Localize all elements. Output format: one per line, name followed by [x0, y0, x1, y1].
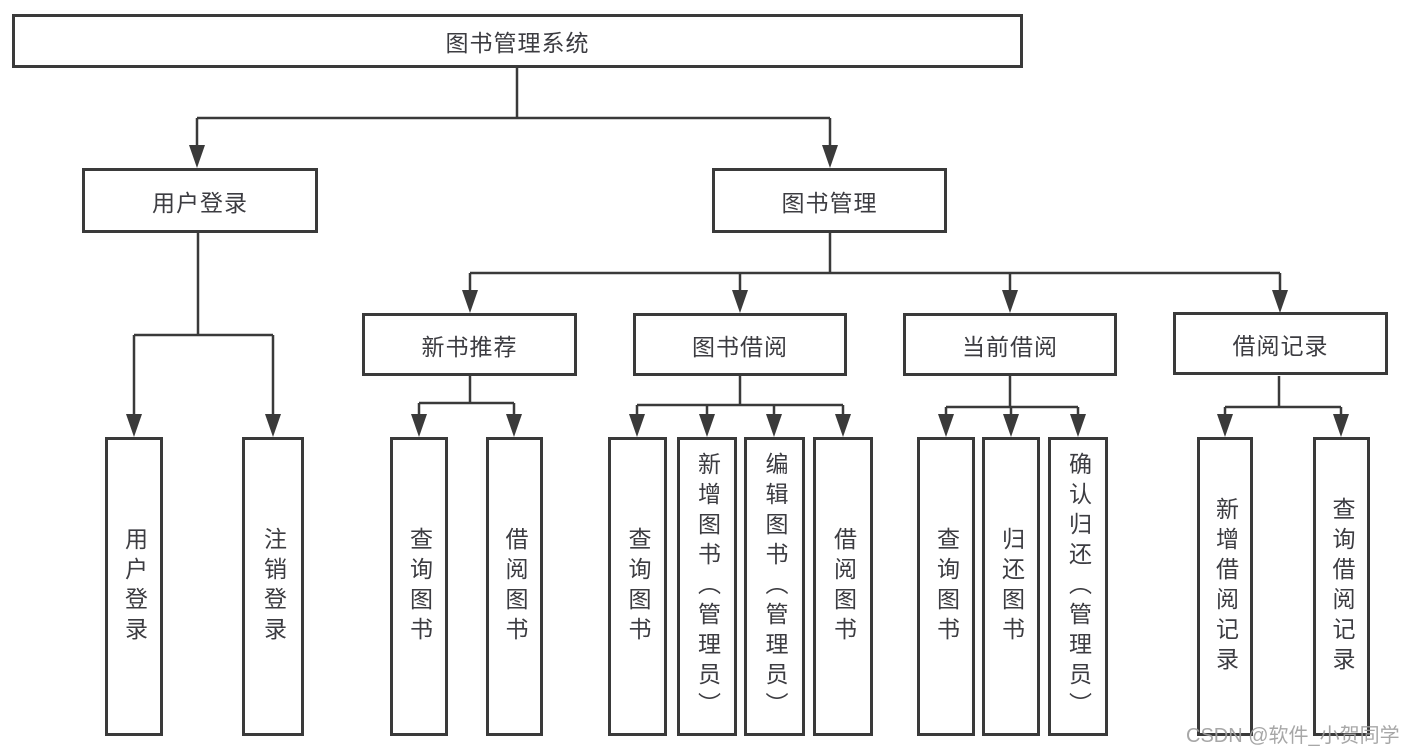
- leaf-label: 用户登录: [121, 526, 148, 647]
- connector-paths: [132, 68, 1343, 416]
- leaf-confirm-return-admin: 确认归还（管理员）: [1048, 437, 1108, 736]
- leaf-add-borrow-record: 新增借阅记录: [1197, 437, 1253, 736]
- leaf-label: 新增图书（管理员）: [694, 451, 721, 722]
- node-label: 用户登录: [152, 189, 248, 216]
- node-label: 当前借阅: [962, 333, 1058, 360]
- leaf-search-books-current: 查询图书: [917, 437, 975, 736]
- node-borrow-records: 借阅记录: [1173, 312, 1388, 375]
- leaf-logout: 注销登录: [242, 437, 304, 736]
- leaf-label: 借阅图书: [502, 526, 528, 647]
- leaf-label: 归还图书: [998, 526, 1025, 647]
- leaf-return-books: 归还图书: [982, 437, 1040, 736]
- leaf-borrow-books: 借阅图书: [813, 437, 873, 736]
- node-label: 新书推荐: [421, 333, 518, 360]
- node-label: 图书借阅: [692, 333, 788, 360]
- leaf-borrow-books-recommend: 借阅图书: [486, 437, 543, 736]
- leaf-user-login: 用户登录: [105, 437, 163, 736]
- leaf-label: 编辑图书（管理员）: [762, 451, 788, 722]
- leaf-label: 新增借阅记录: [1212, 496, 1239, 677]
- leaf-label: 借阅图书: [830, 526, 857, 647]
- node-library-management-system: 图书管理系统: [12, 14, 1023, 68]
- leaf-label: 查询图书: [933, 526, 960, 647]
- node-book-management: 图书管理: [712, 168, 947, 233]
- leaf-label: 注销登录: [260, 526, 287, 647]
- leaf-label: 查询图书: [625, 526, 651, 647]
- leaf-label: 查询借阅记录: [1329, 496, 1355, 677]
- node-label: 图书管理: [781, 189, 878, 216]
- node-book-borrow: 图书借阅: [633, 313, 847, 376]
- leaf-add-books-admin: 新增图书（管理员）: [677, 437, 737, 736]
- node-user-login: 用户登录: [82, 168, 318, 233]
- leaf-edit-books-admin: 编辑图书（管理员）: [744, 437, 805, 736]
- csdn-watermark: CSDN @软件_小贺同学: [1186, 725, 1400, 747]
- leaf-label: 确认归还（管理员）: [1065, 451, 1092, 722]
- node-label: 借阅记录: [1232, 332, 1329, 359]
- node-current-borrow: 当前借阅: [903, 313, 1117, 376]
- leaf-label: 查询图书: [406, 526, 433, 647]
- node-new-book-recommend: 新书推荐: [362, 313, 577, 376]
- leaf-search-books-borrow: 查询图书: [608, 437, 667, 736]
- arrowheads: [126, 145, 1349, 437]
- leaf-search-books-recommend: 查询图书: [390, 437, 448, 736]
- leaf-search-borrow-record: 查询借阅记录: [1313, 437, 1370, 736]
- node-label: 图书管理系统: [445, 30, 590, 56]
